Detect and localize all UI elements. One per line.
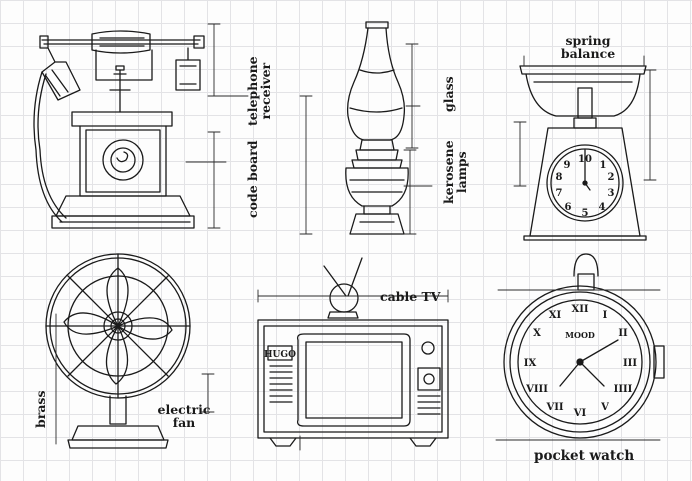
roman-numeral: XII bbox=[571, 304, 588, 315]
electric-fan-label-line2: fan bbox=[172, 415, 196, 430]
scale-number: 1 bbox=[600, 160, 607, 171]
cable-tv-label: cable TV bbox=[380, 289, 441, 304]
scale-number: 6 bbox=[565, 202, 572, 213]
pocket-watch-icon bbox=[504, 254, 664, 438]
scale-number: 4 bbox=[599, 202, 606, 213]
scale-number: 10 bbox=[578, 154, 592, 165]
scale-number: 3 bbox=[608, 188, 615, 199]
electric-fan-icon bbox=[46, 254, 190, 448]
tv-brand-label: HUGO bbox=[264, 350, 296, 360]
watch-dial-numerals: XII I II III IIII V VI VII VIII IX X XI bbox=[524, 304, 638, 419]
kerosene-lamps-label: kerosene lamps bbox=[441, 140, 469, 204]
scale-number: 2 bbox=[608, 172, 615, 183]
spring-balance-label: spring balance bbox=[540, 34, 636, 60]
roman-numeral: IX bbox=[524, 358, 537, 369]
spring-balance-icon bbox=[520, 66, 646, 240]
code-board-label: code board bbox=[245, 140, 260, 219]
scale-number: 7 bbox=[556, 188, 563, 199]
roman-numeral: VI bbox=[573, 408, 587, 419]
roman-numeral: VIII bbox=[525, 384, 548, 395]
scale-dial-numbers: 10 1 2 3 4 5 6 7 8 9 bbox=[556, 154, 615, 219]
telephone-receiver-label: telephone receiver bbox=[245, 56, 273, 126]
roman-numeral: I bbox=[603, 310, 608, 321]
roman-numeral: VII bbox=[545, 402, 563, 413]
watch-brand-label: MOOD bbox=[565, 330, 595, 340]
cable-tv-icon bbox=[258, 258, 448, 446]
brass-label: brass bbox=[33, 390, 48, 429]
spring-balance-label-line2: balance bbox=[560, 46, 616, 61]
roman-numeral: XI bbox=[549, 310, 562, 321]
electric-fan-label-line1: electric bbox=[157, 402, 211, 417]
glass-label: glass bbox=[441, 76, 456, 112]
spring-balance-label-line1: spring bbox=[565, 33, 611, 48]
dimension-lines bbox=[56, 24, 660, 450]
pocket-watch-label: pocket watch bbox=[534, 448, 635, 464]
scale-number: 8 bbox=[556, 172, 563, 183]
kerosene-lamps-label-line2: lamps bbox=[454, 151, 469, 194]
roman-numeral: III bbox=[623, 358, 637, 369]
electric-fan-label: electric fan bbox=[152, 403, 216, 429]
kerosene-lamp-icon bbox=[346, 22, 408, 234]
roman-numeral: X bbox=[533, 328, 541, 339]
scale-number: 9 bbox=[564, 160, 571, 171]
telephone-receiver-label-line2: receiver bbox=[258, 62, 273, 120]
roman-numeral: V bbox=[600, 402, 609, 413]
roman-numeral: IIII bbox=[614, 384, 633, 395]
scale-number: 5 bbox=[582, 208, 589, 219]
telephone-icon bbox=[34, 31, 204, 228]
roman-numeral: II bbox=[618, 328, 628, 339]
